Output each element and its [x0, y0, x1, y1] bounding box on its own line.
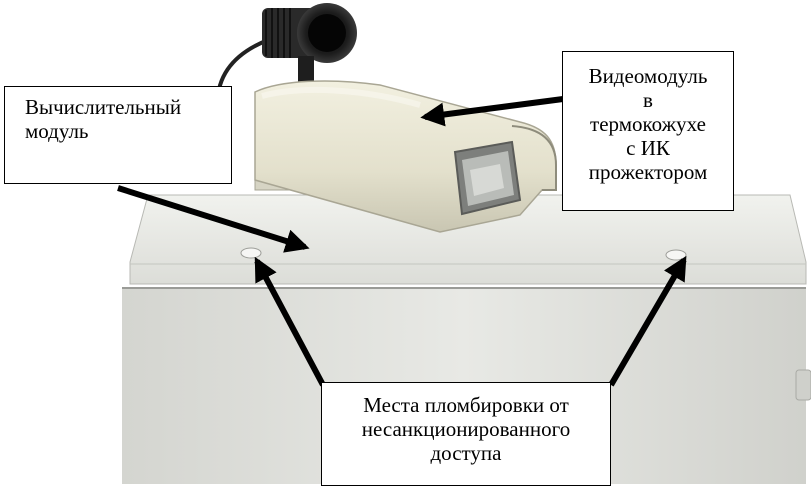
callout-compute-module: Вычислительный модуль	[4, 86, 232, 184]
ir-illuminator	[262, 3, 357, 84]
arrow-seal-left	[254, 256, 326, 387]
callout-video-module: Видеомодуль в термокожухе с ИК прожектор…	[562, 51, 734, 211]
arrow-compute	[117, 185, 310, 253]
seal-screw-left	[240, 247, 262, 259]
callout-arrows	[117, 96, 687, 387]
seal-screw-right	[665, 249, 687, 261]
callout-seal-locations: Места пломбировки от несанкционированног…	[321, 382, 611, 486]
arrow-video	[420, 96, 564, 127]
arrow-seal-right	[608, 255, 687, 387]
camera	[215, 3, 557, 233]
